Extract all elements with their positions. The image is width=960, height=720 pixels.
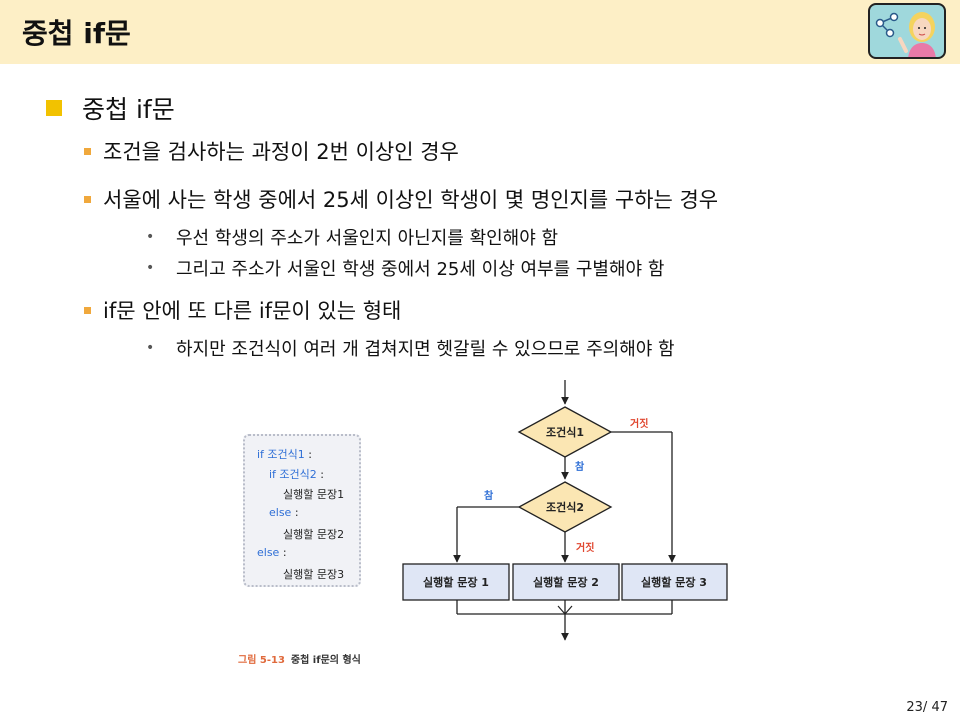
statement2-box: [512, 563, 620, 601]
bullet-dot-icon: •: [146, 260, 155, 276]
merge-arrow-icon: [557, 605, 573, 615]
sub-bullet-item: • 하지만 조건식이 여러 개 겹쳐지면 헷갈릴 수 있으므로 주의해야 함: [146, 335, 675, 361]
bullet-text: 조건을 검사하는 과정이 2번 이상인 경우: [103, 140, 459, 164]
bullet-dot-icon: •: [146, 229, 155, 245]
presenter-avatar-icon: [868, 3, 946, 59]
figure-caption: 그림 5-13 중첩 if문의 형식: [238, 651, 361, 666]
true-label: 참: [575, 460, 585, 473]
sub-bullet-item: • 그리고 주소가 서울인 학생 중에서 25세 이상 여부를 구별해야 함: [146, 255, 664, 281]
code-line: 실행할 문장3: [283, 568, 345, 581]
statement3-label: 실행할 문장 3: [641, 575, 707, 589]
sub-bullet-item: • 우선 학생의 주소가 서울인지 아닌지를 확인해야 함: [146, 224, 558, 250]
bullet-square-icon: [84, 195, 91, 203]
sub-bullet-text: 우선 학생의 주소가 서울인지 아닌지를 확인해야 함: [176, 228, 559, 249]
bullet-square-icon: [84, 306, 91, 314]
main-heading: 중첩 if문: [82, 95, 175, 124]
bullet-dot-icon: •: [146, 340, 155, 356]
statement3-box: [621, 563, 728, 601]
figure-number: 그림 5-13: [238, 655, 285, 666]
statement1-box: [402, 563, 510, 601]
condition1-label: 조건식1: [546, 425, 584, 439]
slide-title: 중첩 if문: [22, 17, 131, 50]
figure-caption-text: 중첩 if문의 형식: [290, 655, 361, 666]
bullet-item: if문 안에 또 다른 if문이 있는 형태: [84, 295, 401, 325]
main-bullet: 중첩 if문: [46, 90, 175, 126]
bullet-item: 조건을 검사하는 과정이 2번 이상인 경우: [84, 136, 459, 166]
condition2-label: 조건식2: [546, 500, 584, 514]
code-line: if 조건식2 :: [269, 468, 324, 481]
statement2-label: 실행할 문장 2: [533, 575, 599, 589]
bullet-text: if문 안에 또 다른 if문이 있는 형태: [103, 299, 402, 323]
bullet-square-icon: [84, 147, 91, 155]
bullet-square-icon: [46, 100, 62, 116]
statement1-label: 실행할 문장 1: [423, 575, 489, 589]
code-line: 실행할 문장1: [283, 488, 345, 501]
code-line: else :: [269, 506, 299, 519]
bullet-text: 서울에 사는 학생 중에서 25세 이상인 학생이 몇 명인지를 구하는 경우: [103, 188, 719, 212]
false-label: 거짓: [576, 541, 594, 554]
false-label: 거짓: [630, 417, 648, 430]
true-label: 참: [484, 489, 494, 502]
code-line: if 조건식1 :: [257, 448, 312, 461]
sub-bullet-text: 그리고 주소가 서울인 학생 중에서 25세 이상 여부를 구별해야 함: [176, 259, 665, 280]
sub-bullet-text: 하지만 조건식이 여러 개 겹쳐지면 헷갈릴 수 있으므로 주의해야 함: [176, 339, 675, 360]
slide-header: 중첩 if문: [0, 0, 960, 64]
page-number: 23/ 47: [906, 700, 948, 715]
code-line: 실행할 문장2: [283, 528, 345, 541]
code-line: else :: [257, 546, 287, 559]
bullet-item: 서울에 사는 학생 중에서 25세 이상인 학생이 몇 명인지를 구하는 경우: [84, 184, 718, 214]
code-block: if 조건식1 : if 조건식2 : 실행할 문장1 else : 실행할 문…: [243, 434, 361, 587]
